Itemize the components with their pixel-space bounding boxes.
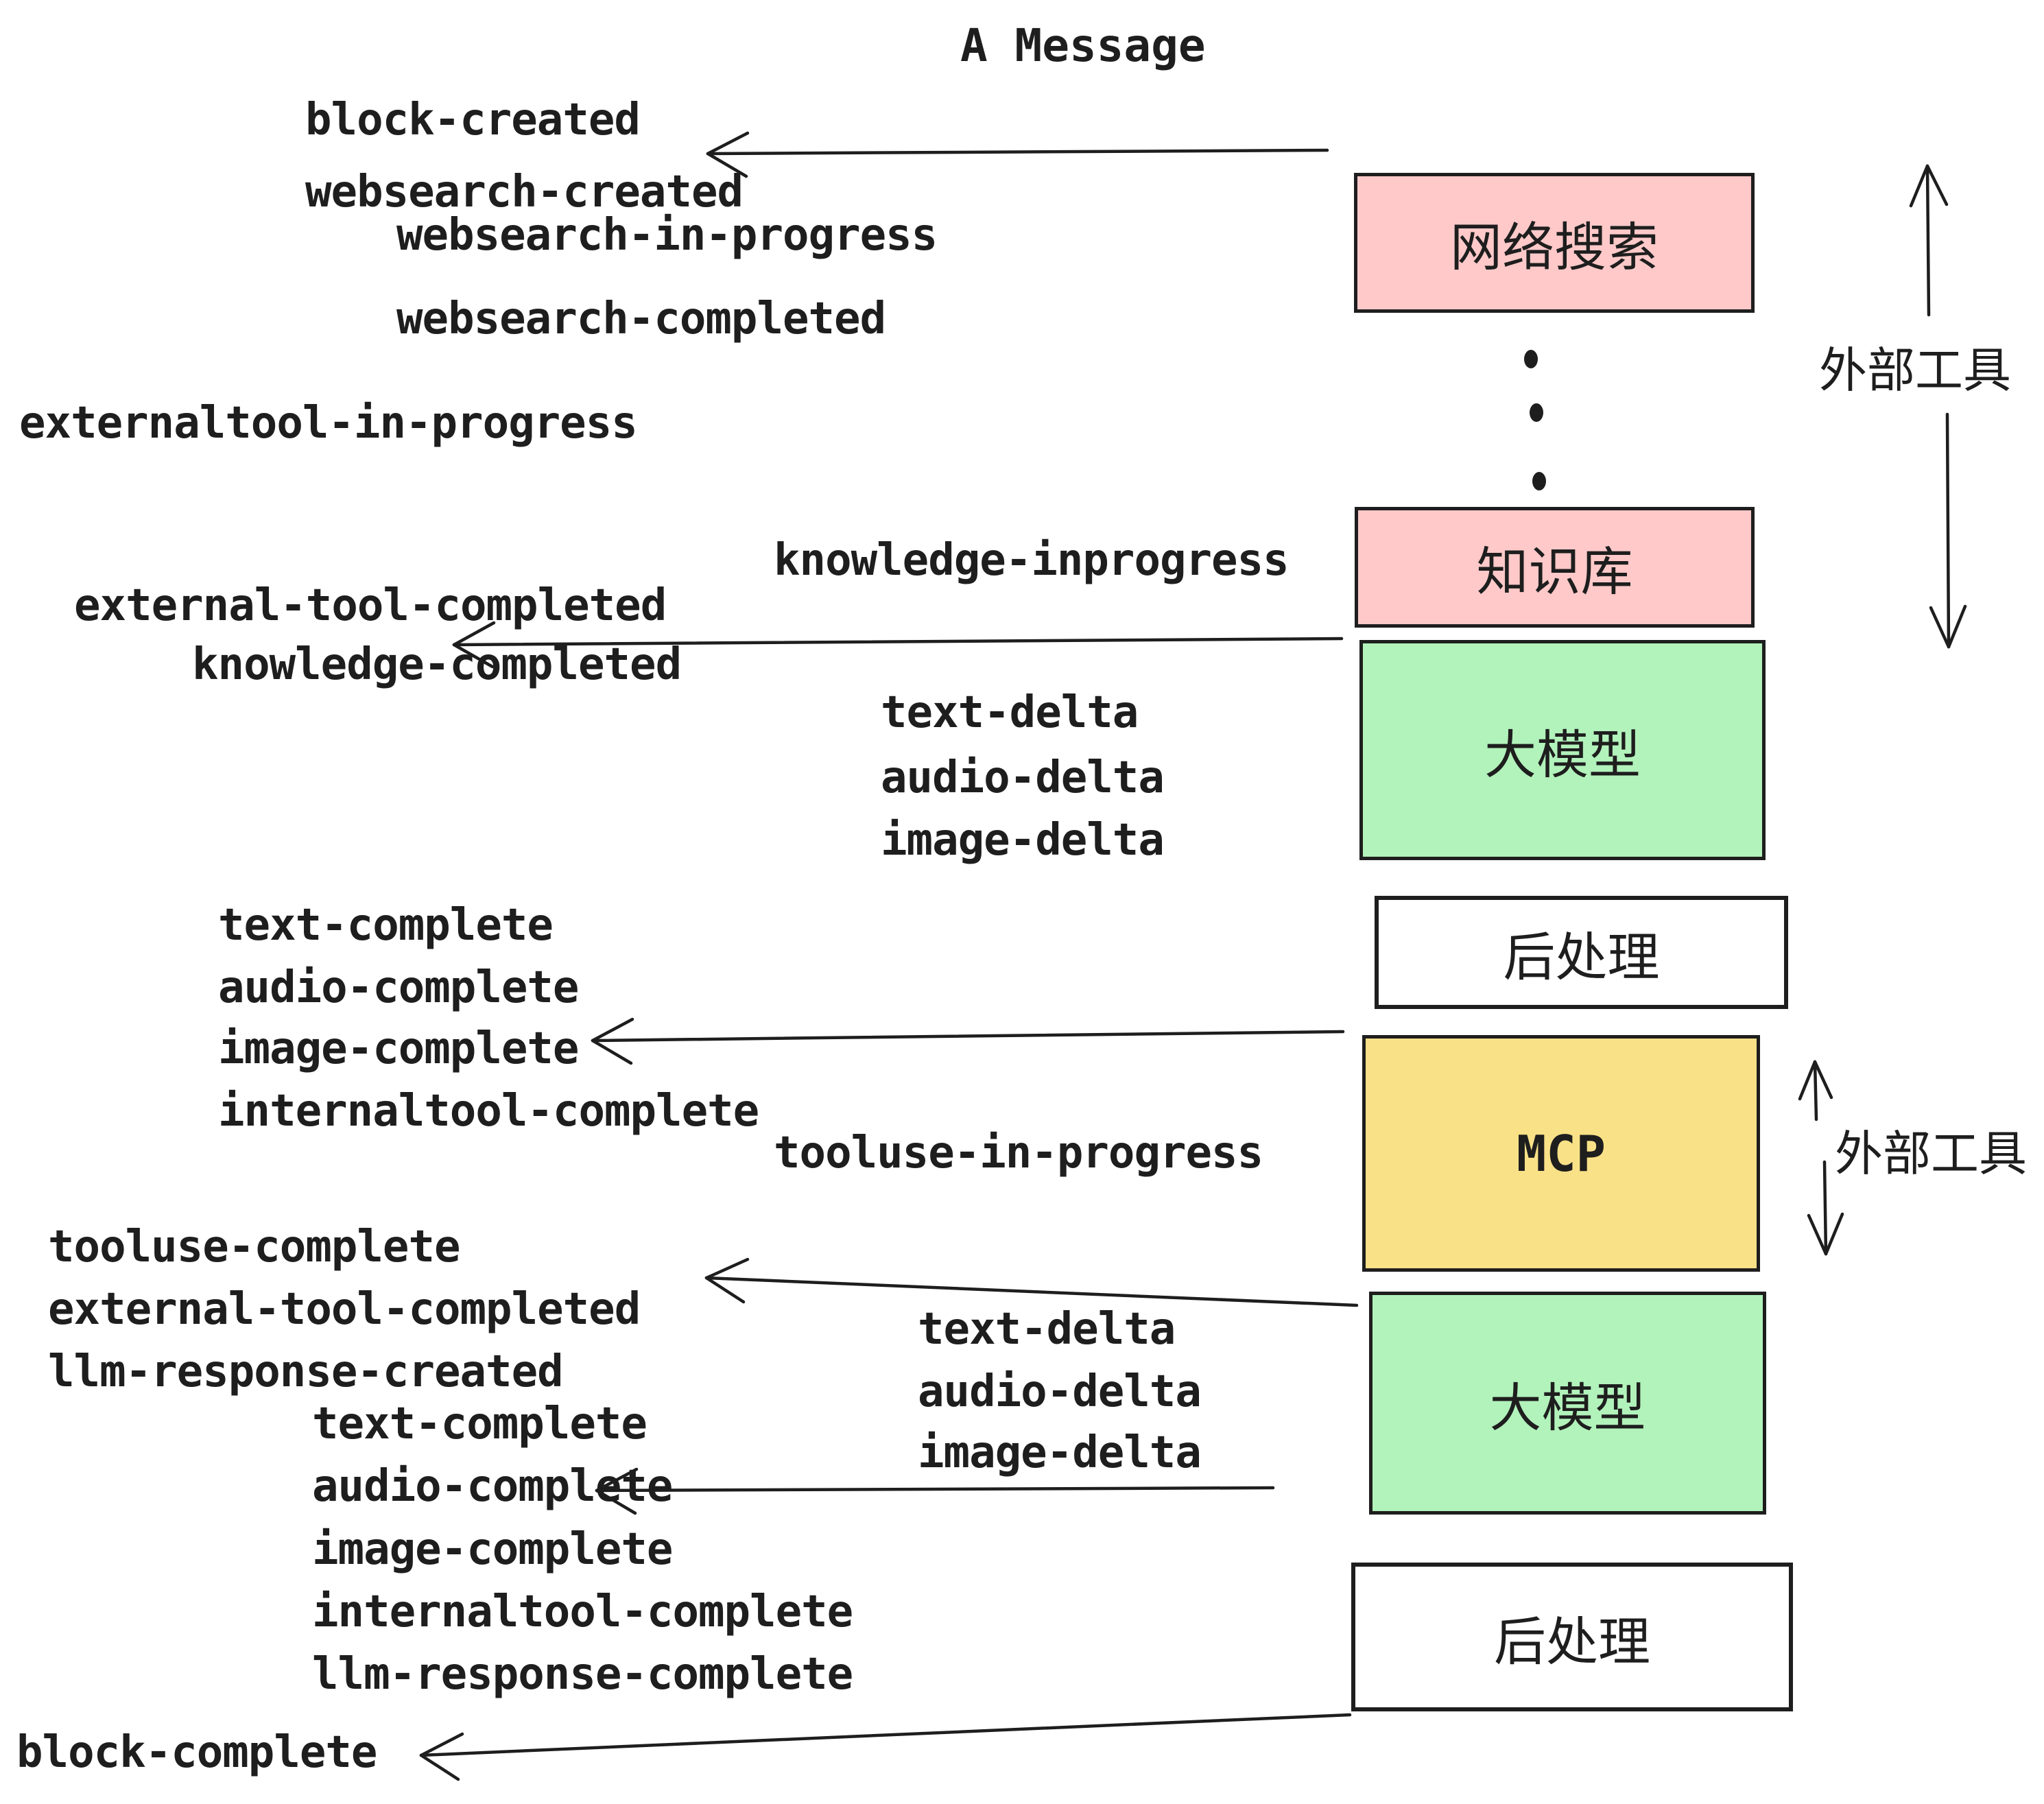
event-label-externaltool-in-progress: externaltool-in-progress	[19, 398, 638, 449]
ellipsis-dot	[1530, 403, 1543, 422]
event-label-llm-response-complete: llm-response-complete	[312, 1649, 853, 1700]
box-llm-2-label: 大模型	[1489, 1377, 1646, 1438]
diagram-title: A Message	[960, 19, 1206, 72]
arrow-to-block-complete	[419, 1713, 1352, 1781]
event-label-text-complete-1: text-complete	[218, 900, 554, 951]
event-label-text-complete-2: text-complete	[312, 1399, 647, 1449]
box-postprocess-1: 后处理	[1375, 896, 1788, 1009]
event-label-audio-delta-2: audio-delta	[918, 1366, 1202, 1417]
event-label-block-created: block-created	[305, 95, 641, 145]
event-label-tooluse-in-progress: tooluse-in-progress	[774, 1128, 1263, 1178]
event-label-audio-complete-2: audio-complete	[312, 1461, 673, 1512]
event-label-knowledge-completed: knowledge-completed	[192, 639, 682, 690]
event-label-external-tool-completed-2: external-tool-completed	[48, 1284, 641, 1335]
side-label-external-tools-1: 外部工具	[1819, 342, 2011, 399]
event-label-image-complete-2: image-complete	[312, 1524, 673, 1575]
event-label-websearch-created: websearch-created	[305, 167, 744, 217]
event-label-audio-complete-1: audio-complete	[218, 962, 579, 1013]
event-label-internaltool-complete-2: internaltool-complete	[312, 1587, 853, 1637]
event-label-external-tool-completed: external-tool-completed	[74, 580, 667, 631]
box-llm-1: 大模型	[1359, 640, 1766, 860]
arrow-to-image-complete	[591, 1017, 1345, 1065]
event-label-text-delta-2: text-delta	[918, 1304, 1176, 1355]
event-label-llm-response-created: llm-response-created	[48, 1346, 564, 1397]
event-label-websearch-in-progress: websearch-in-progress	[396, 210, 938, 261]
box-mcp: MCP	[1362, 1035, 1760, 1272]
external-tools-down-arrow-1	[1929, 412, 1967, 649]
side-label-external-tools-2: 外部工具	[1835, 1126, 2027, 1182]
event-label-text-delta-1: text-delta	[881, 687, 1139, 738]
event-label-image-delta-2: image-delta	[918, 1427, 1202, 1478]
box-llm-2: 大模型	[1369, 1292, 1766, 1515]
event-label-tooluse-complete: tooluse-complete	[48, 1222, 460, 1272]
box-knowledge: 知识库	[1355, 507, 1755, 628]
event-label-image-complete-1: image-complete	[218, 1023, 579, 1074]
event-label-image-delta-1: image-delta	[881, 815, 1165, 866]
box-llm-1-label: 大模型	[1484, 724, 1641, 785]
ellipsis-dot	[1524, 350, 1538, 368]
event-label-websearch-completed: websearch-completed	[396, 294, 886, 344]
box-knowledge-label: 知识库	[1476, 541, 1633, 602]
ellipsis-dot	[1532, 472, 1546, 490]
event-label-audio-delta-1: audio-delta	[881, 752, 1165, 803]
event-label-knowledge-inprogress: knowledge-inprogress	[774, 535, 1290, 586]
box-websearch: 网络搜索	[1354, 173, 1755, 313]
external-tools-up-arrow-2	[1798, 1060, 1833, 1121]
box-websearch-label: 网络搜索	[1450, 217, 1659, 278]
box-postprocess-2-label: 后处理	[1494, 1611, 1650, 1672]
external-tools-up-arrow-1	[1909, 164, 1949, 317]
arrow-to-block-created	[706, 131, 1329, 178]
event-label-internaltool-complete-1: internaltool-complete	[218, 1086, 759, 1137]
event-label-block-complete: block-complete	[16, 1727, 377, 1778]
box-postprocess-2: 后处理	[1351, 1563, 1793, 1711]
box-mcp-label: MCP	[1516, 1124, 1606, 1183]
arrow-to-tooluse-complete	[704, 1257, 1359, 1307]
box-postprocess-1-label: 后处理	[1503, 926, 1660, 988]
